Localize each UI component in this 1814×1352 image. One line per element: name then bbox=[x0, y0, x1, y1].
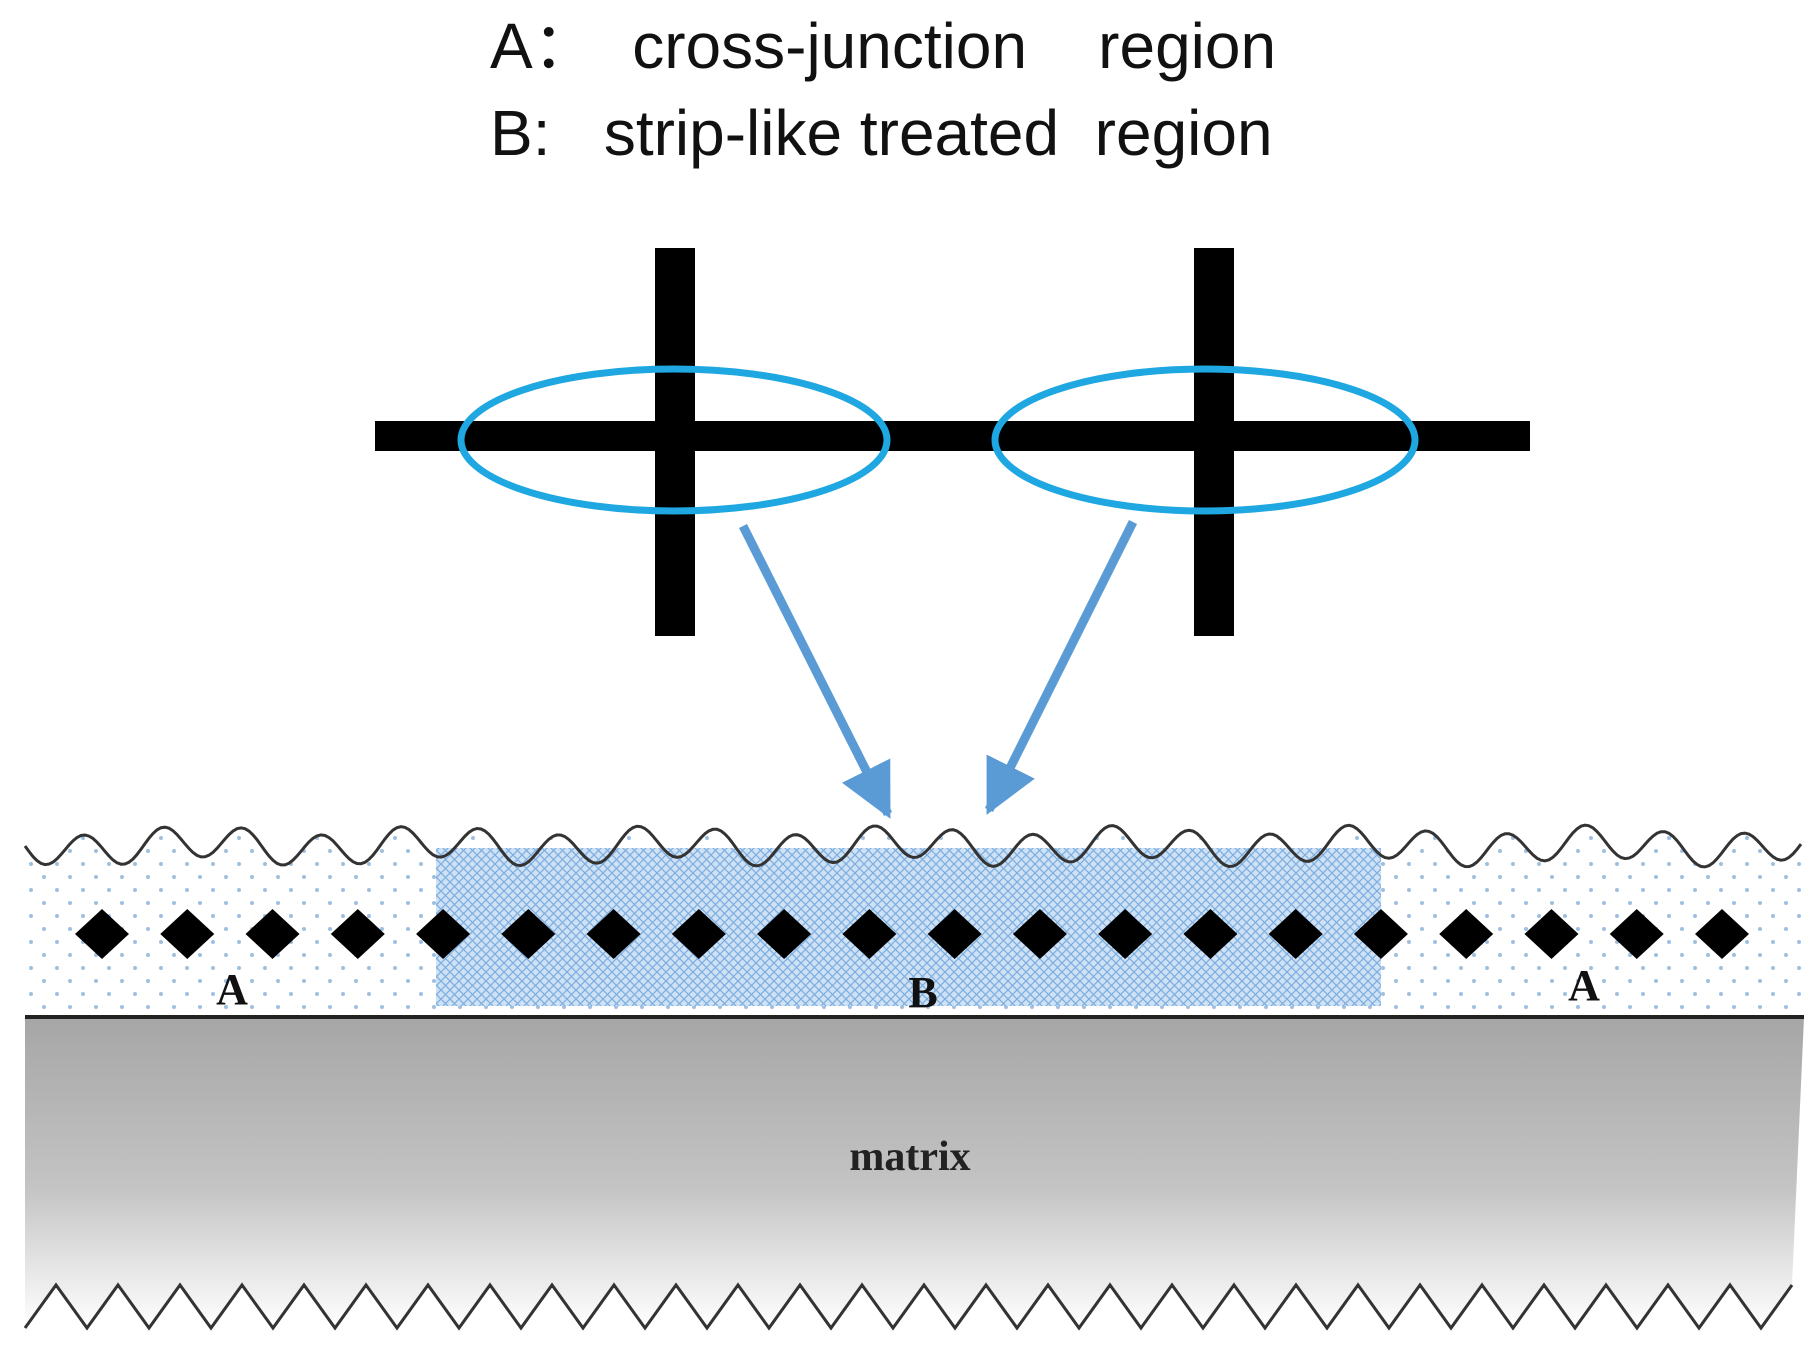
diamond-particle bbox=[160, 909, 215, 959]
diamond-particle bbox=[1439, 909, 1494, 959]
matrix-break-line bbox=[23, 1282, 1794, 1331]
diamond-particle bbox=[842, 909, 897, 959]
diamond-particle bbox=[757, 909, 812, 959]
diamond-particle bbox=[1353, 909, 1408, 959]
region-label-a-left: A bbox=[216, 965, 248, 1014]
vertical-strip-right bbox=[1194, 248, 1234, 636]
diamond-particle bbox=[1695, 909, 1749, 959]
arrow-right bbox=[984, 519, 1138, 815]
matrix-label: matrix bbox=[849, 1134, 970, 1180]
diamond-particle bbox=[1012, 909, 1067, 959]
diamond-particle bbox=[1524, 909, 1579, 959]
diamond-particle bbox=[1183, 909, 1238, 959]
vertical-strip-left bbox=[655, 248, 695, 636]
diamond-particle bbox=[671, 909, 726, 959]
diamond-particle bbox=[501, 909, 556, 959]
region-label-b: B bbox=[908, 968, 937, 1017]
diamond-particle bbox=[330, 909, 385, 959]
diamond-particle bbox=[1609, 909, 1664, 959]
arrow-left bbox=[738, 523, 893, 819]
cross-junction-grid bbox=[375, 248, 1530, 636]
diamond-particles bbox=[75, 909, 1749, 959]
coating-surface-wave bbox=[23, 823, 1803, 869]
horizontal-strip bbox=[375, 421, 1530, 451]
diamond-particle bbox=[1268, 909, 1323, 959]
region-label-a-right: A bbox=[1568, 961, 1600, 1010]
cross-junction-ellipse-left bbox=[457, 365, 891, 515]
diamond-particle bbox=[245, 909, 300, 959]
diamond-particle bbox=[416, 909, 471, 959]
matrix-substrate bbox=[25, 1017, 1804, 1328]
diamond-particle bbox=[586, 909, 641, 959]
legend-line-a: A： cross-junction region bbox=[490, 10, 1276, 82]
legend-line-b: B: strip-like treated region bbox=[490, 97, 1273, 169]
cross-junction-ellipse-right bbox=[991, 365, 1419, 515]
diamond-particle bbox=[1098, 909, 1153, 959]
diamond-particle bbox=[927, 909, 982, 959]
diamond-particle bbox=[75, 909, 129, 959]
